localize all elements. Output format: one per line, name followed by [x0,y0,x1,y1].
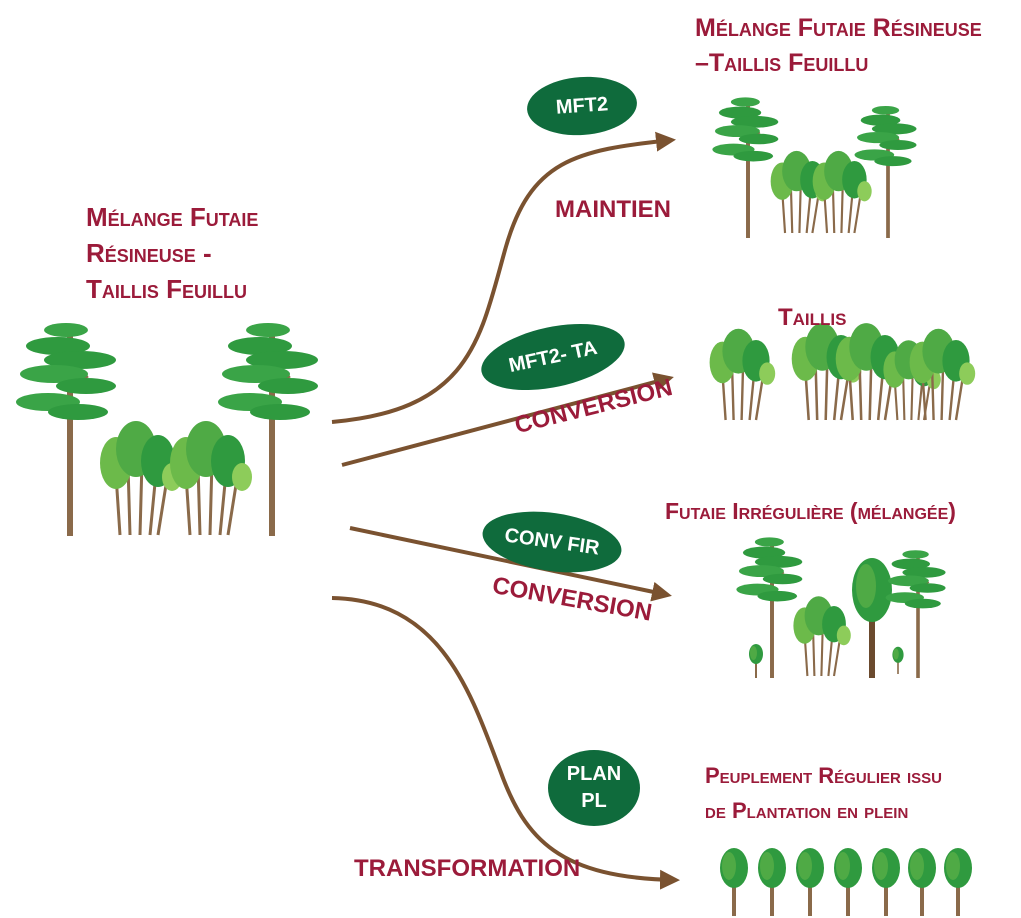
target-plantation-title-line1: Peuplement Régulier issu [705,763,942,788]
plantation-stand-illustration [720,848,972,916]
code-pill-label: MFT2- TA [506,336,600,377]
target-mixed-title-line1: Mélange Futaie Résineuse [695,14,982,42]
code-pill-label: MFT2 [555,92,609,119]
code-pill-label: CONV FIR [503,523,601,560]
target-coppice-title: Taillis [778,304,847,331]
source-stand-illustration [14,321,320,538]
code-pill-label-line2: PL [581,790,607,812]
coppice-stand-illustration [708,321,977,422]
target-plantation-title-line2: de Plantation en plein [705,798,909,823]
action-label-transformation: TRANSFORMATION [354,855,581,882]
arrow-maintien [331,131,676,424]
source-title-line3: Taillis Feuillu [86,274,247,304]
arrow-conversion-futaie [349,526,672,602]
mixed-stand-illustration [711,96,918,239]
code-pill-plan-pl: PLAN PL [548,750,640,826]
source-title-line2: Résineuse - [86,238,212,268]
arrow-transformation [331,596,680,890]
target-mixed-title-line2: –Taillis Feuillu [695,49,869,77]
action-label-maintien: MAINTIEN [555,196,671,223]
irregular-stand-illustration [735,536,947,679]
target-irregular-title: Futaie Irrégulière (mélangée) [665,498,956,524]
code-pill-label-line1: PLAN [566,763,622,785]
arrow-conversion-taillis [341,372,674,467]
source-title-line1: Mélange Futaie [86,202,259,232]
